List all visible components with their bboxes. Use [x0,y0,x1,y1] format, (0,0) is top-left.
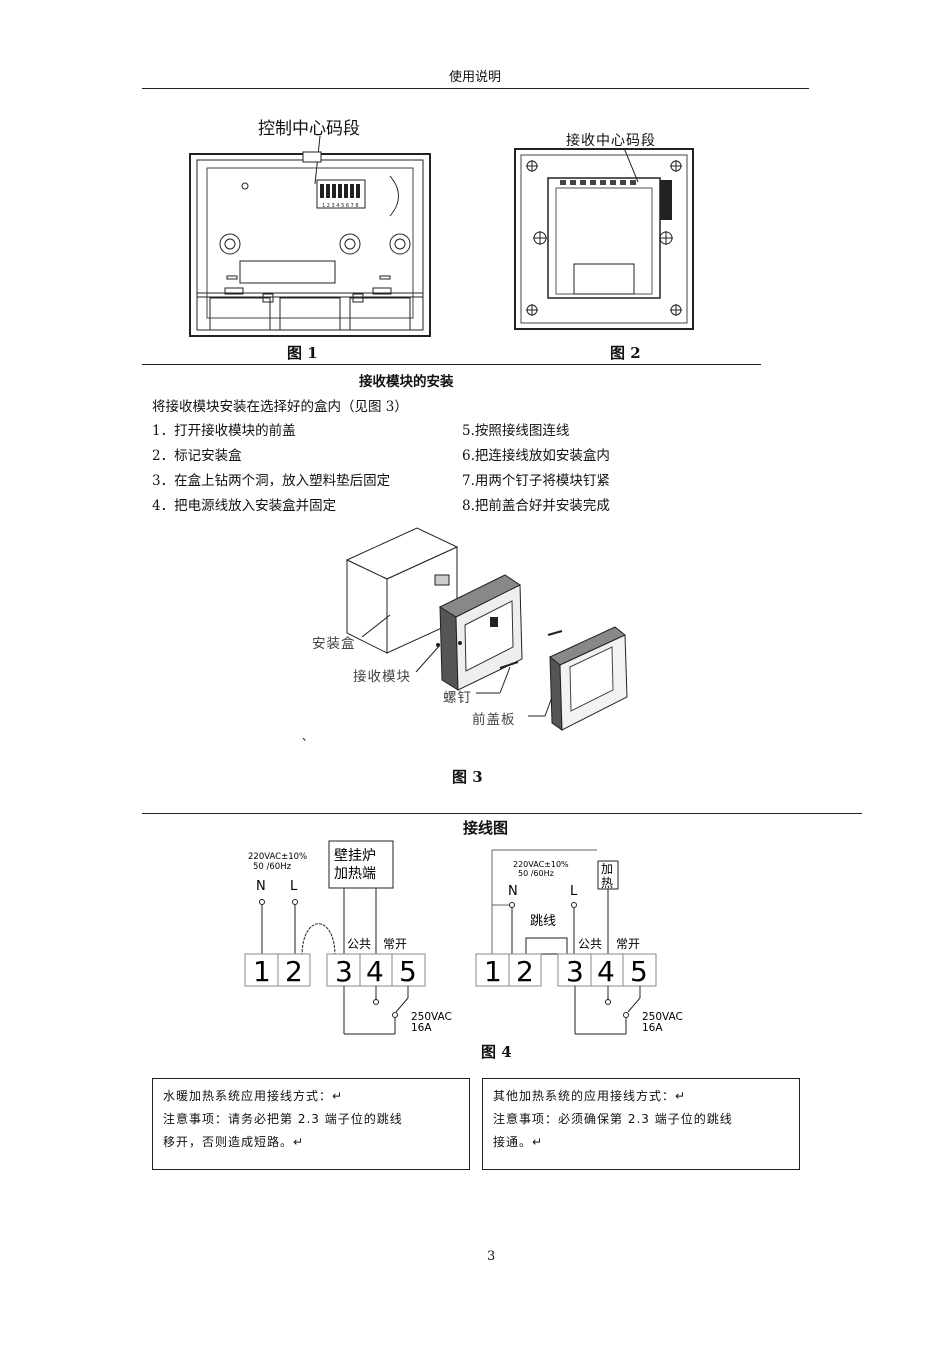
right-freq: 50 /60Hz [518,869,554,878]
note-right-line-2: 注意事项：必须确保第 2.3 端子位的跳线 [493,1112,733,1126]
left-power: 220VAC±10% [248,852,307,862]
page-number: 3 [487,1249,496,1264]
right-common: 公共 [578,937,602,951]
left-boiler-1: 壁挂炉 [334,848,376,864]
figure-1-caption: 图 1 [287,344,318,362]
right-power: 220VAC±10% [513,860,569,869]
note-left-line-3: 移开，否则造成短路。↵ [163,1135,305,1149]
note-box-right: 其他加热系统的应用接线方式：↵ 注意事项：必须确保第 2.3 端子位的跳线 接通… [482,1078,800,1170]
figure-4-caption: 图 4 [481,1043,512,1061]
install-step-6: 6.把连接线放如安装盒内 [462,448,610,464]
left-l: L [290,879,298,894]
right-l: L [570,884,578,899]
install-title: 接收模块的安装 [359,374,454,390]
figure-2-label: 接收中心码段 [566,133,656,149]
note-right-line-3: 接通。↵ [493,1135,544,1149]
figure-3-caption: 图 3 [452,768,483,786]
stray-mark: 、 [302,730,313,743]
install-step-3: 3．在盒上钻两个洞，放入塑料垫后固定 [152,473,391,489]
install-step-5: 5.按照接线图连线 [462,423,570,439]
install-step-7: 7.用两个钉子将模块钉紧 [462,473,610,489]
left-no: 常开 [383,937,407,951]
figure-2-drawing [514,147,694,330]
right-t1: 1 [484,955,502,988]
note-left-line-1: 水暖加热系统应用接线方式：↵ [163,1089,344,1103]
page-header: 使用说明 [448,70,501,85]
wiring-rule [142,813,862,814]
label-screw: 螺钉 [443,690,472,706]
left-t5: 5 [399,955,417,988]
wiring-diagram: 220VAC±10% 50 /60Hz N L 壁挂炉 加热端 公共 常开 1 … [244,840,683,1035]
header-rule [142,88,809,89]
left-boiler-2: 加热端 [334,866,376,882]
label-module: 接收模块 [353,669,411,685]
install-step-2: 2．标记安装盒 [152,448,242,464]
left-t1: 1 [253,955,271,988]
right-no: 常开 [616,937,640,951]
figure-3-drawing [345,527,628,731]
label-box: 安装盒 [312,636,356,652]
label-cover: 前盖板 [472,712,516,728]
left-rating-2: 16A [411,1022,432,1034]
left-rating-1: 250VAC [411,1011,452,1023]
figure-1-label: 控制中心码段 [258,119,360,139]
left-n: N [256,879,266,894]
right-rating-2: 16A [642,1022,663,1034]
right-heat-1: 加 [601,862,613,876]
right-rating-1: 250VAC [642,1011,683,1023]
left-freq: 50 /60Hz [253,862,292,872]
wiring-title: 接线图 [463,819,509,837]
right-n: N [508,884,518,899]
install-step-1: 1．打开接收模块的前盖 [152,423,296,439]
figure-rule [142,364,761,365]
figure-2-caption: 图 2 [610,344,641,362]
left-t3: 3 [335,955,353,988]
dip-numbers: 1 2 3 4 5 6 7 8 [322,203,359,209]
right-heat-2: 热 [601,876,613,890]
right-jumper: 跳线 [530,914,556,929]
left-t4: 4 [366,955,384,988]
right-t3: 3 [566,955,584,988]
install-intro: 将接收模块安装在选择好的盒内（见图 3） [152,399,408,415]
note-left-line-2: 注意事项：请务必把第 2.3 端子位的跳线 [163,1112,403,1126]
note-box-left: 水暖加热系统应用接线方式：↵ 注意事项：请务必把第 2.3 端子位的跳线 移开，… [152,1078,470,1170]
left-t2: 2 [285,955,303,988]
install-step-4: 4．把电源线放入安装盒并固定 [152,498,337,514]
left-common: 公共 [347,937,371,951]
right-t5: 5 [630,955,648,988]
note-right-line-1: 其他加热系统的应用接线方式：↵ [493,1089,687,1103]
install-step-8: 8.把前盖合好并安装完成 [462,498,610,514]
figure-1-drawing: 1 2 3 4 5 6 7 8 [189,136,431,337]
right-t4: 4 [597,955,615,988]
right-t2: 2 [516,955,534,988]
